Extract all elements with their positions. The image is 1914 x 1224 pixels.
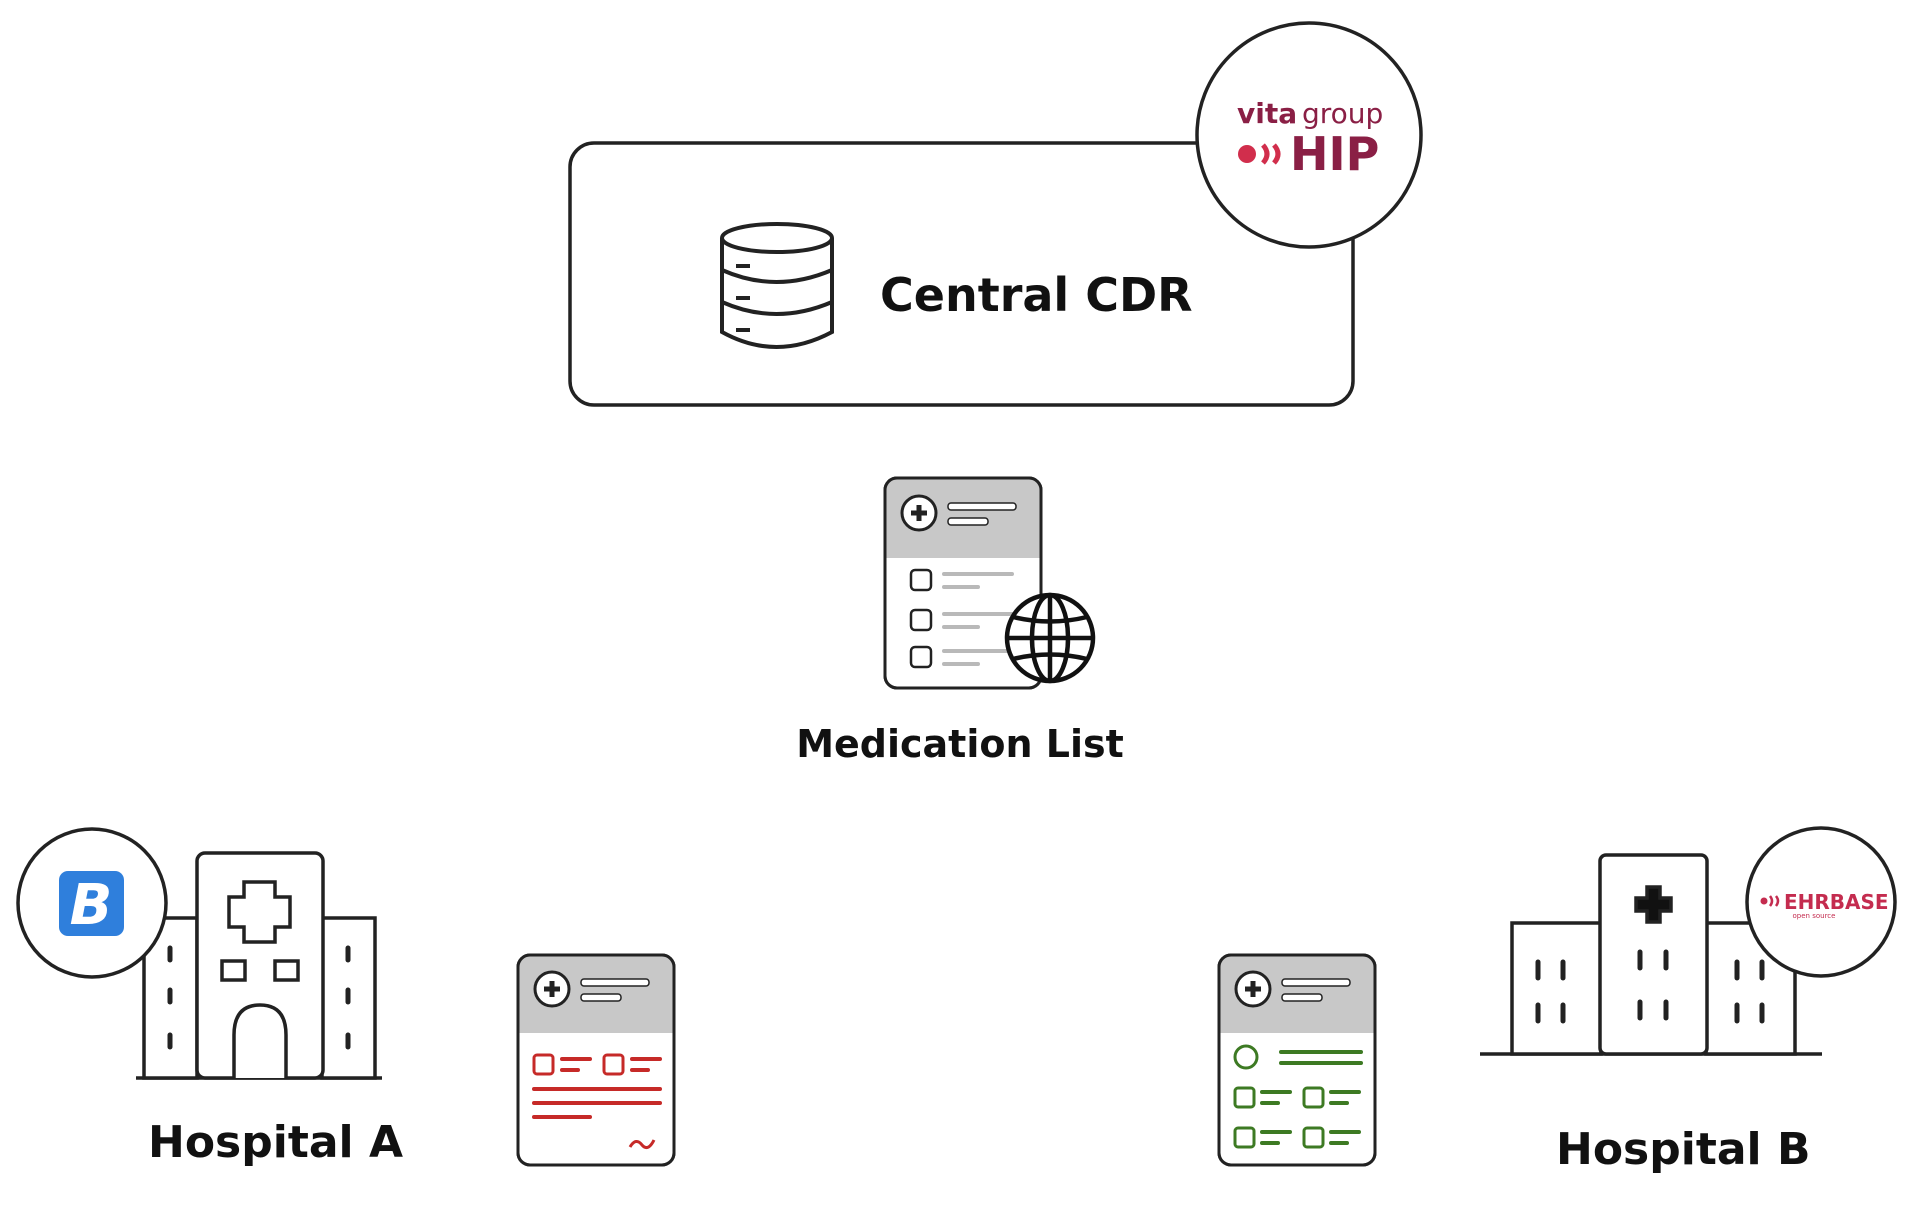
hospital-a-label: Hospital A bbox=[148, 1117, 403, 1168]
ehrbase-text: EHRBASE bbox=[1784, 890, 1889, 914]
red-medical-record-icon bbox=[516, 953, 676, 1167]
central-cdr-node[interactable] bbox=[568, 141, 1355, 407]
better-logo-icon: B bbox=[16, 827, 168, 979]
medical-document-icon bbox=[883, 476, 1043, 690]
hospital-b-node[interactable]: EHRBASE open source bbox=[1217, 826, 1897, 1167]
database-icon bbox=[720, 222, 834, 349]
ehrbase-tagline: open source bbox=[1793, 912, 1836, 920]
hip-text: HIP bbox=[1290, 127, 1379, 181]
ehrbase-chevron-icon bbox=[1768, 895, 1774, 907]
hospital-building-icon bbox=[1480, 853, 1822, 1056]
hip-dot-icon bbox=[1238, 145, 1256, 163]
ehrbase-chevron-icon bbox=[1774, 895, 1780, 907]
hospital-b-label: Hospital B bbox=[1556, 1124, 1811, 1175]
hospital-building-icon bbox=[136, 851, 382, 1080]
hip-chevron-icon bbox=[1261, 143, 1270, 165]
medication-list-label: Medication List bbox=[796, 722, 1124, 766]
vitagroup-hip-logo: vita group HIP bbox=[1195, 21, 1423, 249]
group-text: group bbox=[1302, 97, 1383, 130]
hip-chevron-icon bbox=[1272, 143, 1281, 165]
vita-text: vita bbox=[1237, 97, 1297, 130]
central-cdr-label: Central CDR bbox=[880, 268, 1193, 322]
medication-list-node[interactable] bbox=[883, 476, 1096, 690]
hospital-a-node[interactable]: B bbox=[16, 827, 676, 1167]
ehrbase-logo-icon: EHRBASE open source bbox=[1745, 826, 1897, 978]
better-logo-letter: B bbox=[70, 873, 113, 938]
globe-icon bbox=[1004, 592, 1096, 684]
ehrbase-dot-icon bbox=[1760, 897, 1768, 905]
green-medical-record-icon bbox=[1217, 953, 1377, 1167]
